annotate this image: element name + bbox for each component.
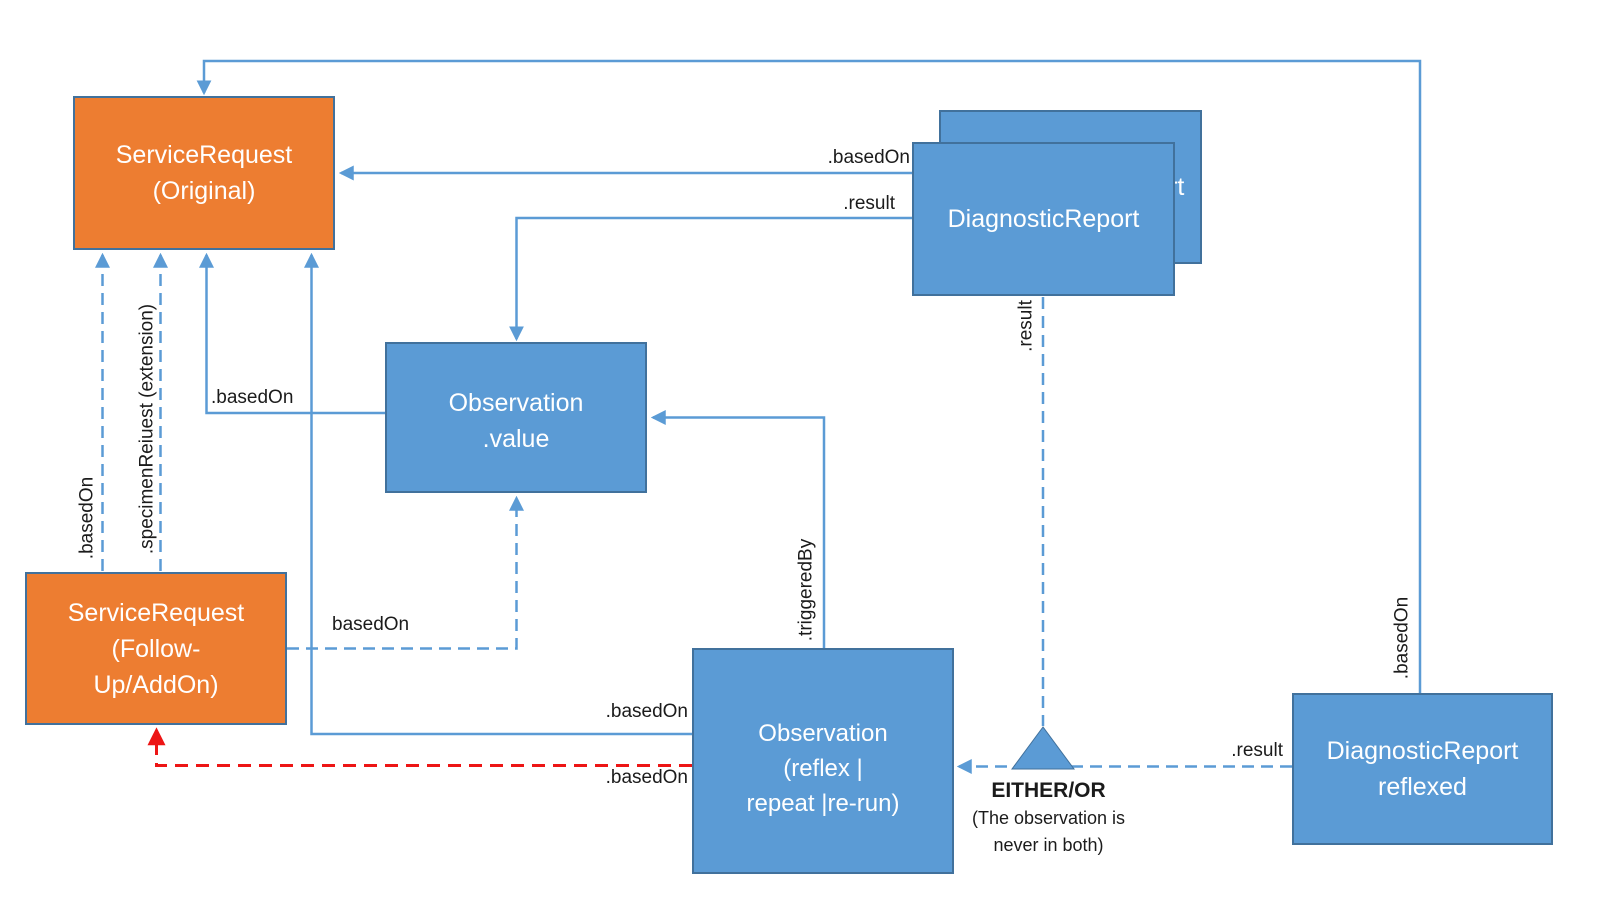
node-label: (reflex | xyxy=(783,754,863,782)
edge-label-followup-basedon: basedOn xyxy=(332,614,410,635)
node-label: .value xyxy=(482,424,550,453)
edge-reflexed-basedon-to-original xyxy=(196,59,1422,693)
node-label: DiagnosticReport xyxy=(947,205,1140,233)
edge-reflex-basedon xyxy=(304,252,692,736)
edge-label-specimen-extension-vertical: .specimenReiuest (extension) xyxy=(136,303,158,555)
node-diagnosticreport-reflexed: DiagnosticReport reflexed xyxy=(1292,693,1553,845)
node-observation-value: Observation .value xyxy=(385,342,647,493)
node-label: (Original) xyxy=(152,177,256,205)
node-label: repeat |re-run) xyxy=(746,789,900,817)
either-or-annotation: EITHER/OR (The observation is never in b… xyxy=(926,777,1171,859)
node-servicerequest-followup: ServiceRequest (Follow- Up/AddOn) xyxy=(25,572,287,725)
either-or-note-line2: never in both) xyxy=(993,835,1104,855)
edge-label-dr-basedon: .basedOn xyxy=(827,147,910,168)
edge-reflex-basedon-red-dashed xyxy=(147,727,692,767)
edge-label-reflex-basedon-red: .basedOn xyxy=(605,767,688,788)
node-label: (Follow- xyxy=(111,634,201,663)
edge-label-obsvalue-basedon: .basedOn xyxy=(211,387,294,408)
either-or-note-line1: (The observation is xyxy=(971,808,1126,828)
edge-obsvalue-basedon xyxy=(199,252,385,415)
edge-label-followup-basedon-vertical: .basedOn xyxy=(76,476,98,560)
edge-label-reflexed-basedon-vertical: .basedOn xyxy=(1391,596,1413,680)
either-or-triangle xyxy=(1011,726,1075,770)
edge-label-dr-result-vertical: .result xyxy=(1015,300,1037,352)
edge-triggeredby xyxy=(650,410,826,648)
edge-followup-to-obsvalue-dashed xyxy=(287,495,524,650)
node-label: Up/AddOn) xyxy=(93,670,219,699)
node-label: ServiceRequest xyxy=(67,598,245,627)
node-label: ServiceRequest xyxy=(115,141,293,169)
node-label: Observation xyxy=(448,388,584,417)
node-servicerequest-original: ServiceRequest (Original) xyxy=(73,96,335,250)
edge-dr-result xyxy=(509,216,912,342)
edge-label-reflex-basedon: .basedOn xyxy=(605,701,688,722)
node-diagnosticreport: DiagnosticReport xyxy=(912,142,1175,296)
node-observation-reflex: Observation (reflex | repeat |re-run) xyxy=(692,648,954,874)
node-label: Observation xyxy=(758,719,888,747)
node-label: DiagnosticReport xyxy=(1326,737,1519,765)
node-label: reflexed xyxy=(1378,773,1467,801)
edge-label-triggeredby-vertical: .triggeredBy xyxy=(795,538,817,642)
edge-label-dr-result: .result xyxy=(843,193,895,214)
either-or-heading: EITHER/OR xyxy=(991,779,1106,802)
edge-label-reflexed-result: .result xyxy=(1231,740,1283,761)
